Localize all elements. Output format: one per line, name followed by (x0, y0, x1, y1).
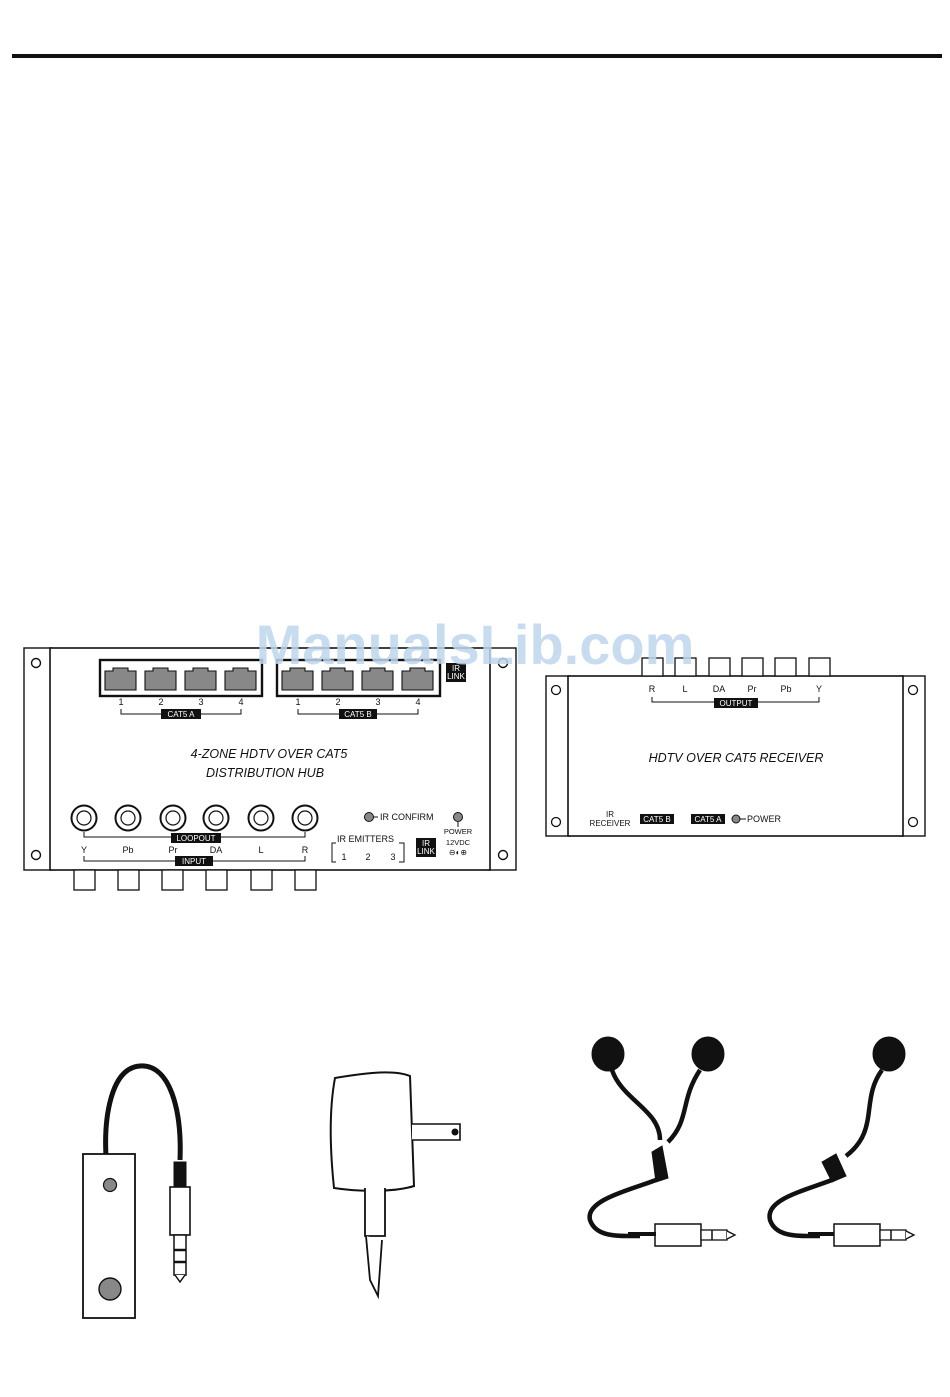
ir-receiver-eye-icon (83, 1066, 190, 1318)
output-jack-label: R (649, 684, 656, 694)
cat5b-port-4 (402, 668, 433, 690)
cat5b-port-3 (362, 668, 393, 690)
hub-power-led (454, 813, 463, 822)
rca-label: R (302, 845, 309, 855)
receiver-right-flange (901, 676, 925, 836)
output-jack-label: Pb (780, 684, 791, 694)
cat5a-port-2 (145, 668, 176, 690)
cat5a-num: 3 (198, 697, 203, 707)
cat5a-num: 4 (238, 697, 243, 707)
input-jack (118, 870, 139, 890)
receiver-power-label: POWER (747, 814, 782, 824)
cat5a-port-4 (225, 668, 256, 690)
cat5a-label: CAT5 A (168, 710, 196, 719)
rca-label: L (258, 845, 263, 855)
output-jack-pr (742, 658, 763, 676)
output-jack-da (709, 658, 730, 676)
rca-jack-r (293, 806, 318, 831)
ir-confirm-label: IR CONFIRM (380, 812, 434, 822)
ir-confirm-led (365, 813, 374, 822)
receiver-title: HDTV OVER CAT5 RECEIVER (649, 751, 824, 765)
hub-polarity-label: ⊖◐⊕ (449, 848, 467, 857)
receiver-cat5a-label: CAT5 A (695, 815, 723, 824)
rca-label: Pb (122, 845, 133, 855)
output-jack-y (809, 658, 830, 676)
ir-link-bottom-line2: LINK (417, 847, 435, 856)
power-adapter-icon (331, 1072, 460, 1296)
single-ir-emitter-icon (770, 1037, 914, 1246)
cat5b-num: 2 (335, 697, 340, 707)
cat5b-port-2 (322, 668, 353, 690)
hub-title-line1: 4-ZONE HDTV OVER CAT5 (191, 747, 348, 761)
output-jack-label: Y (816, 684, 822, 694)
ir-emitter-port: 2 (365, 852, 370, 862)
hub-title-line2: DISTRIBUTION HUB (206, 766, 324, 780)
output-jack-label: Pr (748, 684, 757, 694)
rca-jack-pr (161, 806, 186, 831)
input-label: INPUT (182, 857, 206, 866)
rca-label: Pr (169, 845, 178, 855)
ir-receiver-label-line1: IR (606, 810, 614, 819)
rca-jack-y (72, 806, 97, 831)
output-jack-pb (775, 658, 796, 676)
output-jack-label: DA (713, 684, 726, 694)
receiver-cat5b-label: CAT5 B (643, 815, 670, 824)
cat5b-num: 1 (295, 697, 300, 707)
hub-left-flange (24, 648, 52, 870)
hub-power-label: POWER (444, 827, 473, 836)
hub-voltage-label: 12VDC (446, 838, 471, 847)
output-label: OUTPUT (720, 699, 753, 708)
cat5b-num: 3 (375, 697, 380, 707)
rca-jack-da (204, 806, 229, 831)
rca-jack-l (249, 806, 274, 831)
output-jack-label: L (682, 684, 687, 694)
input-jack (162, 870, 183, 890)
input-jack (74, 870, 95, 890)
receiver-left-flange (546, 676, 570, 836)
loopout-label: LOOPOUT (176, 834, 215, 843)
rca-label: DA (210, 845, 223, 855)
hub-right-flange (488, 648, 516, 870)
cat5a-port-1 (105, 668, 136, 690)
dual-ir-emitter-icon (590, 1037, 735, 1246)
output-jack-r (642, 658, 663, 676)
cat5b-num: 4 (415, 697, 420, 707)
rca-label: Y (81, 845, 87, 855)
input-jack (206, 870, 227, 890)
output-jack-l (675, 658, 696, 676)
ir-emitter-port: 1 (341, 852, 346, 862)
cat5a-num: 2 (158, 697, 163, 707)
cat5b-label: CAT5 B (344, 710, 371, 719)
cat5a-num: 1 (118, 697, 123, 707)
ir-emitter-port: 3 (390, 852, 395, 862)
receiver-power-led (732, 815, 740, 823)
ir-emitters-label: IR EMITTERS (337, 834, 394, 844)
ir-receiver-label-line2: RECEIVER (590, 819, 631, 828)
rca-jack-pb (116, 806, 141, 831)
ir-link-top-line2: LINK (447, 672, 465, 681)
cat5b-port-1 (282, 668, 313, 690)
input-jack (295, 870, 316, 890)
cat5a-port-3 (185, 668, 216, 690)
input-jack (251, 870, 272, 890)
